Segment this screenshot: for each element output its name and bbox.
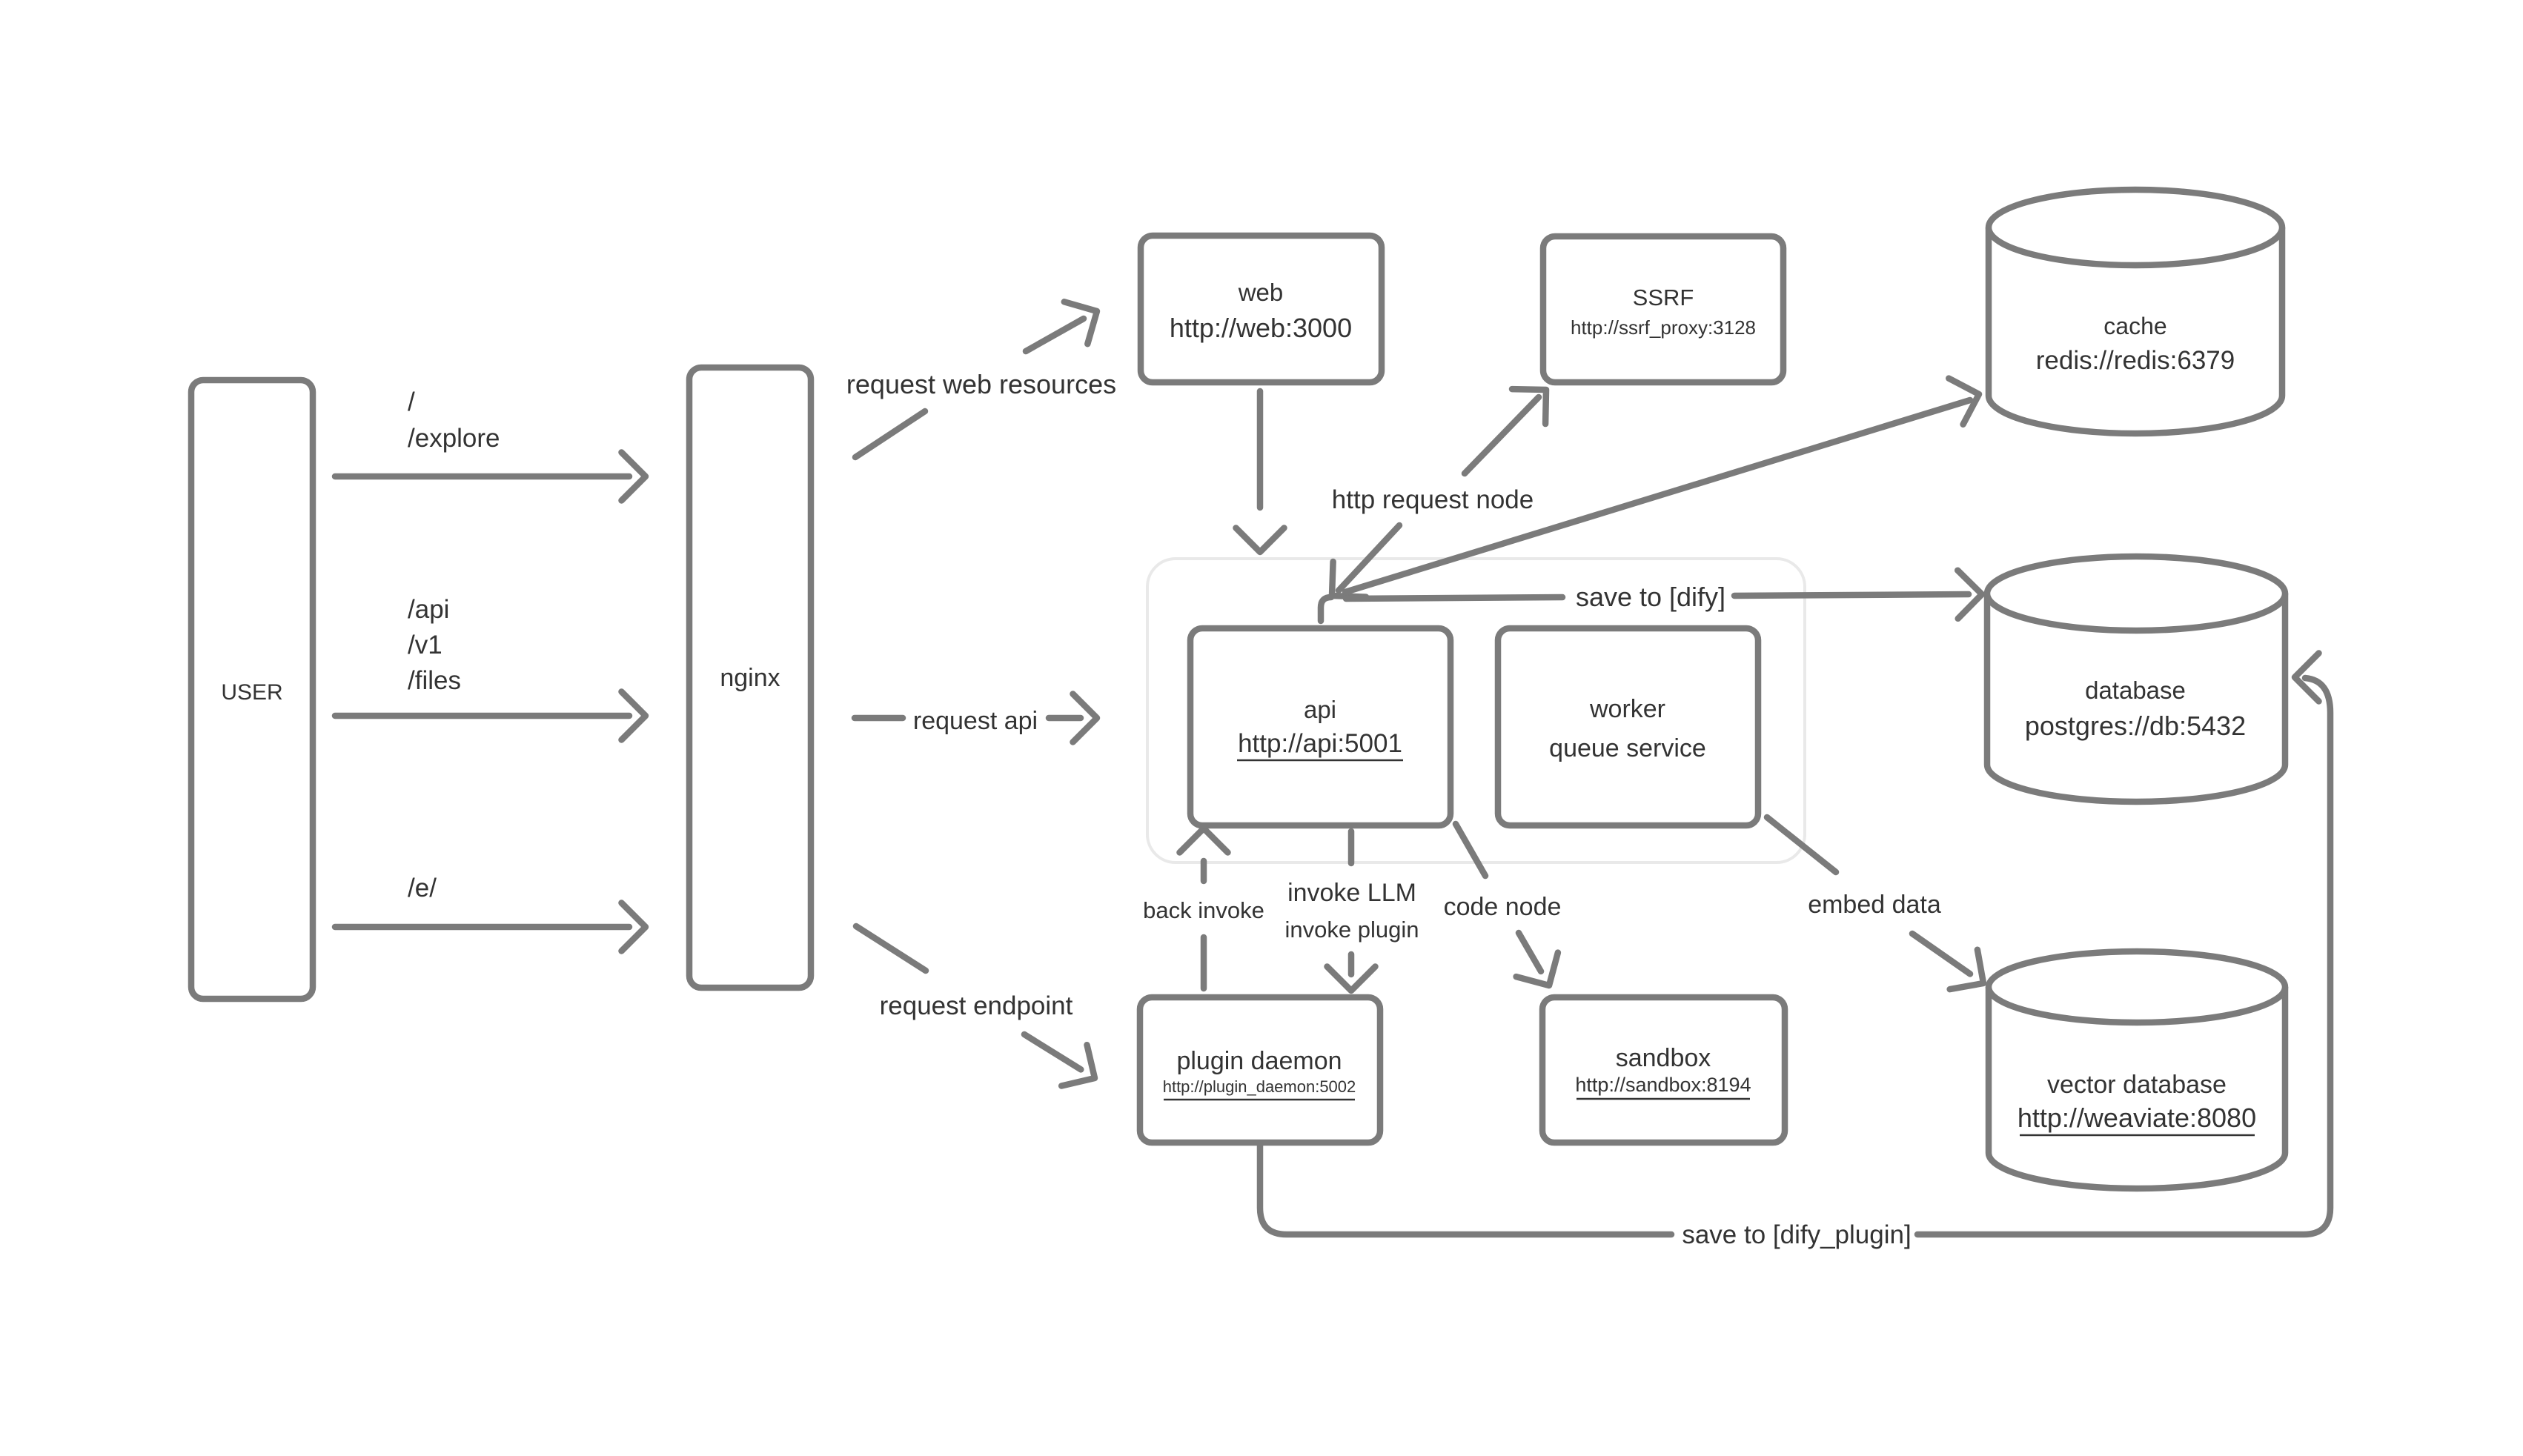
svg-text:/files: /files — [408, 666, 461, 695]
svg-text:request api: request api — [913, 707, 1038, 735]
svg-text:/e/: /e/ — [408, 874, 437, 902]
svg-text:invoke plugin: invoke plugin — [1285, 917, 1419, 943]
svg-text:/: / — [408, 388, 415, 416]
svg-text:api: api — [1304, 696, 1336, 723]
svg-text:http://web:3000: http://web:3000 — [1170, 313, 1352, 343]
svg-text:nginx: nginx — [720, 664, 780, 692]
svg-text:cache: cache — [2103, 313, 2166, 339]
svg-text:request web resources: request web resources — [846, 369, 1116, 399]
svg-text:http://api:5001: http://api:5001 — [1238, 729, 1402, 758]
svg-text:database: database — [2085, 677, 2186, 704]
svg-text:redis://redis:6379: redis://redis:6379 — [2036, 346, 2235, 375]
svg-text:invoke LLM: invoke LLM — [1287, 879, 1416, 907]
svg-text:request endpoint: request endpoint — [880, 991, 1073, 1020]
svg-text:/api: /api — [408, 595, 449, 624]
svg-text:web: web — [1238, 279, 1284, 306]
svg-text:back invoke: back invoke — [1143, 897, 1264, 923]
svg-text:worker: worker — [1589, 695, 1665, 723]
svg-text:vector database: vector database — [2047, 1071, 2227, 1099]
svg-text:sandbox: sandbox — [1616, 1044, 1711, 1072]
svg-text:postgres://db:5432: postgres://db:5432 — [2025, 711, 2246, 741]
svg-text:code node: code node — [1444, 893, 1562, 921]
svg-text:queue service: queue service — [1549, 734, 1706, 762]
svg-text:embed data: embed data — [1808, 891, 1941, 919]
svg-text:http://plugin_daemon:5002: http://plugin_daemon:5002 — [1163, 1077, 1356, 1096]
svg-text:save to [dify_plugin]: save to [dify_plugin] — [1682, 1220, 1911, 1249]
svg-text:save to [dify]: save to [dify] — [1576, 582, 1725, 612]
svg-text:http request node: http request node — [1332, 485, 1534, 514]
svg-text:http://weaviate:8080: http://weaviate:8080 — [2018, 1103, 2256, 1133]
svg-text:http://sandbox:8194: http://sandbox:8194 — [1575, 1074, 1751, 1096]
svg-text:/explore: /explore — [408, 424, 500, 453]
svg-text:http://ssrf_proxy:3128: http://ssrf_proxy:3128 — [1571, 316, 1756, 339]
svg-text:plugin daemon: plugin daemon — [1176, 1047, 1342, 1075]
svg-text:/v1: /v1 — [408, 631, 442, 659]
svg-text:SSRF: SSRF — [1633, 285, 1694, 310]
svg-text:USER: USER — [221, 680, 282, 705]
